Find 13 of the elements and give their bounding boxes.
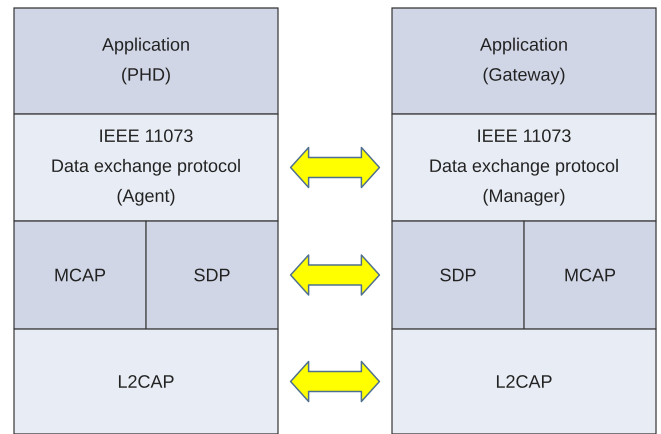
double-arrow — [290, 146, 380, 188]
stack-layer-box: L2CAP — [391, 328, 657, 434]
stack-layer-box: MCAP — [523, 220, 657, 330]
stack-layer-box: MCAP — [13, 220, 147, 330]
double-arrow — [290, 360, 380, 402]
stack-layer-box: Application (Gateway) — [391, 7, 657, 115]
stack-layer-box: IEEE 11073 Data exchange protocol (Agent) — [13, 113, 279, 222]
double-arrow — [290, 254, 380, 296]
stack-layer-box: IEEE 11073 Data exchange protocol (Manager) — [391, 113, 657, 222]
stack-layer-box: L2CAP — [13, 328, 279, 434]
stack-layer-box: Application (PHD) — [13, 7, 279, 115]
stack-layer-box: SDP — [145, 220, 279, 330]
stack-layer-box: SDP — [391, 220, 525, 330]
